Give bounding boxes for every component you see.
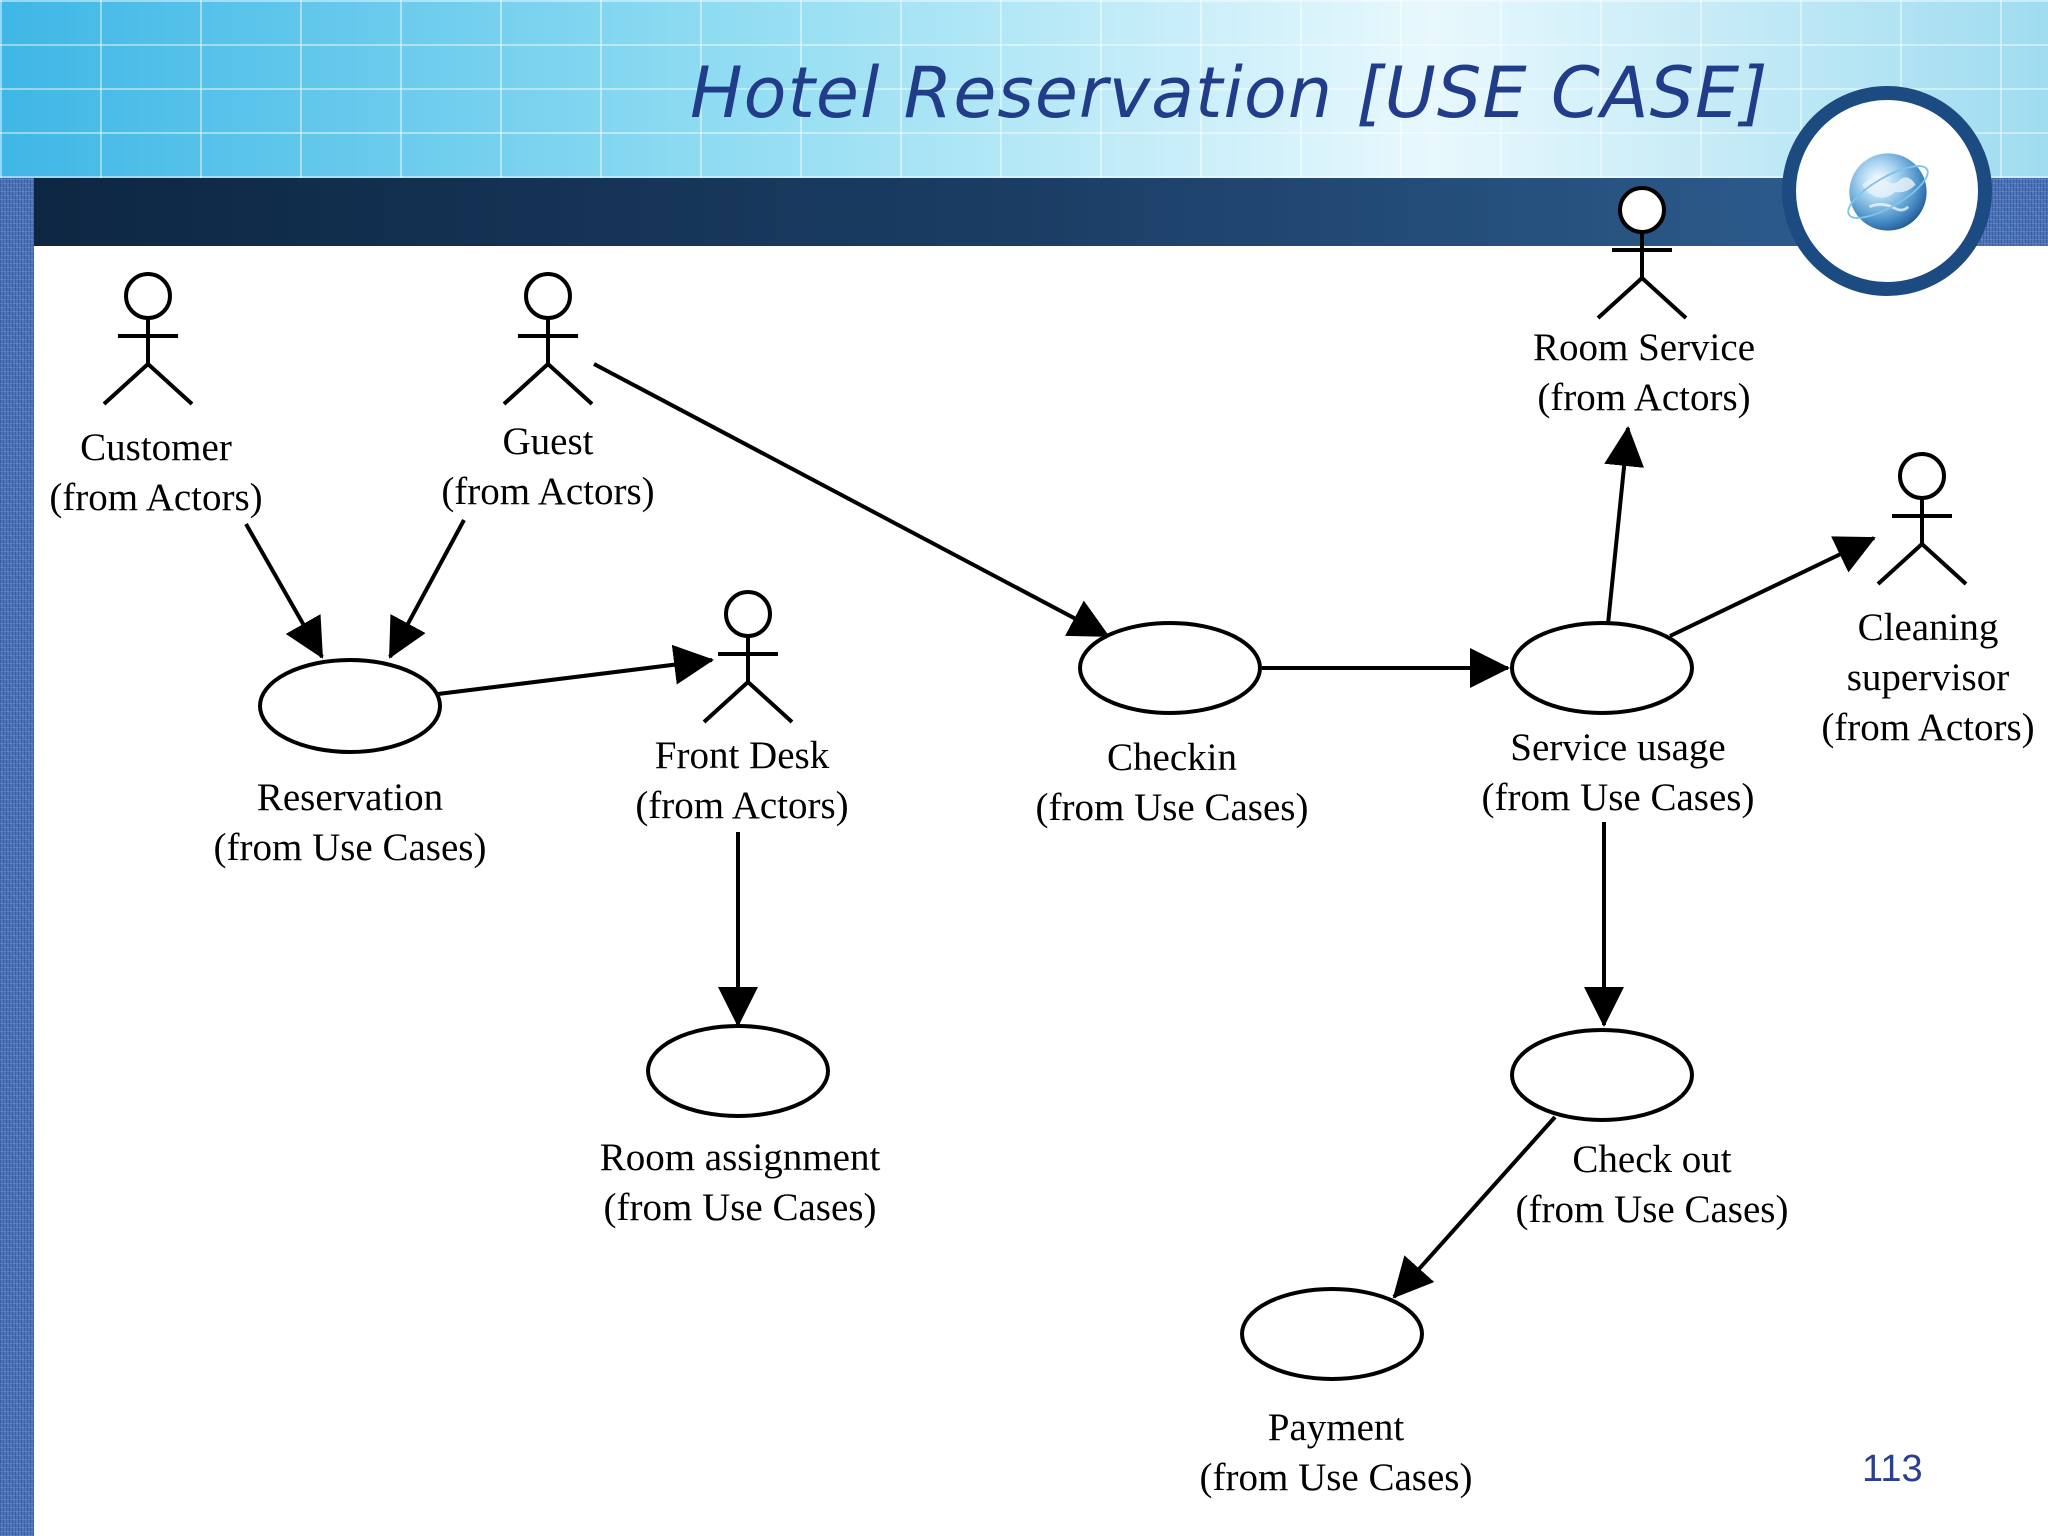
use-case-room-assignment[interactable] [646, 1024, 830, 1118]
header-band [0, 0, 2048, 178]
use-case-label-reservation: Reservation [257, 776, 443, 819]
page-number: 113 [1862, 1448, 1923, 1490]
actor-label-supervisor: supervisor [1847, 656, 2009, 699]
use-case-check-out[interactable] [1510, 1028, 1694, 1122]
actor-package-cleaning-supervisor: (from Actors) [1821, 706, 2034, 749]
actor-label-front-desk: Front Desk [655, 734, 830, 777]
globe-badge [1782, 86, 1992, 296]
use-case-label-service-usage: Service usage [1510, 726, 1726, 769]
use-case-label-checkin: Checkin [1107, 736, 1237, 779]
use-case-package-reservation: (from Use Cases) [214, 826, 487, 869]
use-case-package-room-assignment: (from Use Cases) [604, 1186, 877, 1229]
use-case-label-check-out: Check out [1572, 1138, 1731, 1181]
actor-label-room-service: Room Service [1533, 326, 1755, 369]
actor-label-customer: Customer [80, 426, 232, 469]
assoc-customer-reservation [244, 523, 324, 659]
actor-package-customer: (from Actors) [49, 476, 262, 519]
assoc-guest-reservation [388, 519, 466, 659]
actor-customer-icon[interactable] [102, 272, 194, 406]
use-case-package-service-usage: (from Use Cases) [1482, 776, 1755, 819]
actor-package-room-service: (from Actors) [1537, 376, 1750, 419]
header-dark-strip [34, 178, 1824, 246]
actor-label-cleaning: Cleaning [1858, 606, 1999, 649]
assoc-reservation-front-desk [437, 644, 714, 696]
actor-label-guest: Guest [503, 420, 594, 463]
actor-front-desk-icon[interactable] [702, 590, 794, 724]
actor-package-guest: (from Actors) [441, 470, 654, 513]
use-case-payment[interactable] [1240, 1287, 1424, 1381]
use-case-service-usage[interactable] [1510, 621, 1694, 715]
associations [244, 362, 1876, 1299]
use-case-package-checkin: (from Use Cases) [1036, 786, 1309, 829]
assoc-service-usage-cleaning [1669, 536, 1876, 638]
header-grid-pattern [0, 0, 2048, 178]
assoc-check-out-payment [1392, 1115, 1557, 1299]
assoc-service-usage-room-service [1604, 426, 1645, 625]
globe-icon [1847, 153, 1929, 231]
use-case-package-payment: (from Use Cases) [1200, 1456, 1473, 1499]
use-case-checkin[interactable] [1078, 621, 1262, 715]
use-case-label-room-assignment: Room assignment [600, 1136, 881, 1179]
use-case-reservation[interactable] [258, 658, 442, 754]
assoc-guest-checkin [593, 362, 1110, 638]
actor-room-service-icon[interactable] [1596, 186, 1688, 320]
use-case-package-check-out: (from Use Cases) [1516, 1188, 1789, 1231]
use-case-label-payment: Payment [1268, 1406, 1405, 1449]
slide-title: Hotel Reservation [USE CASE] [690, 52, 1769, 134]
slide-content-area [34, 246, 2048, 1536]
actor-cleaning-supervisor-icon[interactable] [1876, 452, 1968, 586]
actor-guest-icon[interactable] [502, 272, 594, 406]
actor-package-front-desk: (from Actors) [635, 784, 848, 827]
